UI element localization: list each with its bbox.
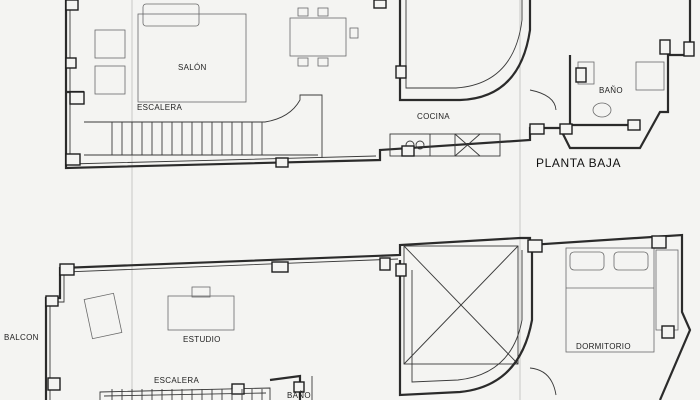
label-escalera-baja: ESCALERA [137, 103, 182, 112]
ground-floor-stair [84, 94, 323, 158]
ground-floor-plan: SALÓN ESCALERA COCINA BAÑO PLANTA BAJA [64, 0, 695, 170]
ground-floor-outer-wall [64, 0, 692, 170]
label-dormitorio: DORMITORIO [576, 342, 631, 351]
label-escalera-alta: ESCALERA [154, 376, 199, 385]
label-bano-baja: BAÑO [599, 86, 623, 95]
label-estudio: ESTUDIO [183, 335, 221, 344]
label-bano-alta: BAÑO [287, 391, 311, 400]
kitchen-counter [389, 133, 501, 157]
label-planta-baja: PLANTA BAJA [536, 156, 621, 170]
stair-void [403, 245, 519, 365]
upper-floor-plan: BALCON ESTUDIO ESCALERA BAÑO DORMITORIO [4, 233, 692, 400]
ground-floor-door-swing [529, 89, 557, 111]
ground-floor-curved-wall [398, 0, 532, 102]
estudio-furniture [83, 286, 235, 340]
label-cocina: COCINA [417, 112, 450, 121]
upper-floor-outer-wall [44, 233, 692, 400]
label-salon: SALÓN [178, 63, 207, 72]
upper-floor-curved-wall [398, 245, 534, 397]
dormitorio-bed [565, 247, 655, 353]
label-balcon: BALCON [4, 333, 39, 342]
dormitorio-wardrobe [655, 249, 679, 331]
salon-furniture [94, 3, 359, 103]
